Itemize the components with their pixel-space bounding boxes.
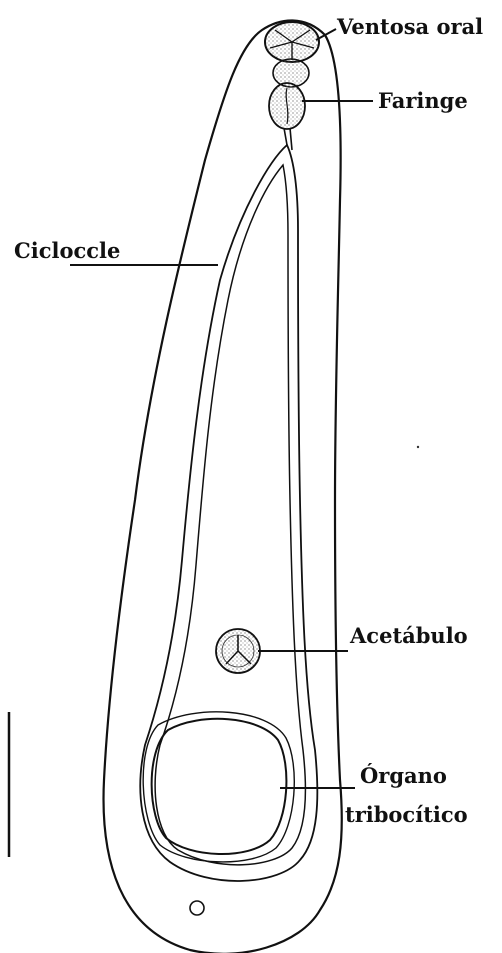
tribocytic-organ (143, 712, 294, 862)
body-outline (104, 20, 342, 953)
label-faringe: Faringe (378, 88, 468, 113)
excretory-pore (190, 901, 204, 915)
label-cicloccle: Cicloccle (14, 238, 120, 263)
oral-sucker (265, 22, 319, 62)
label-organo-line1: Órgano (360, 763, 447, 788)
speck (417, 446, 419, 448)
label-ventosa-oral: Ventosa oral (336, 14, 483, 39)
acetabulum (216, 629, 260, 673)
label-acetabulo: Acetábulo (349, 623, 468, 648)
pharynx (269, 83, 305, 129)
label-organo-line2: tribocítico (345, 802, 468, 827)
